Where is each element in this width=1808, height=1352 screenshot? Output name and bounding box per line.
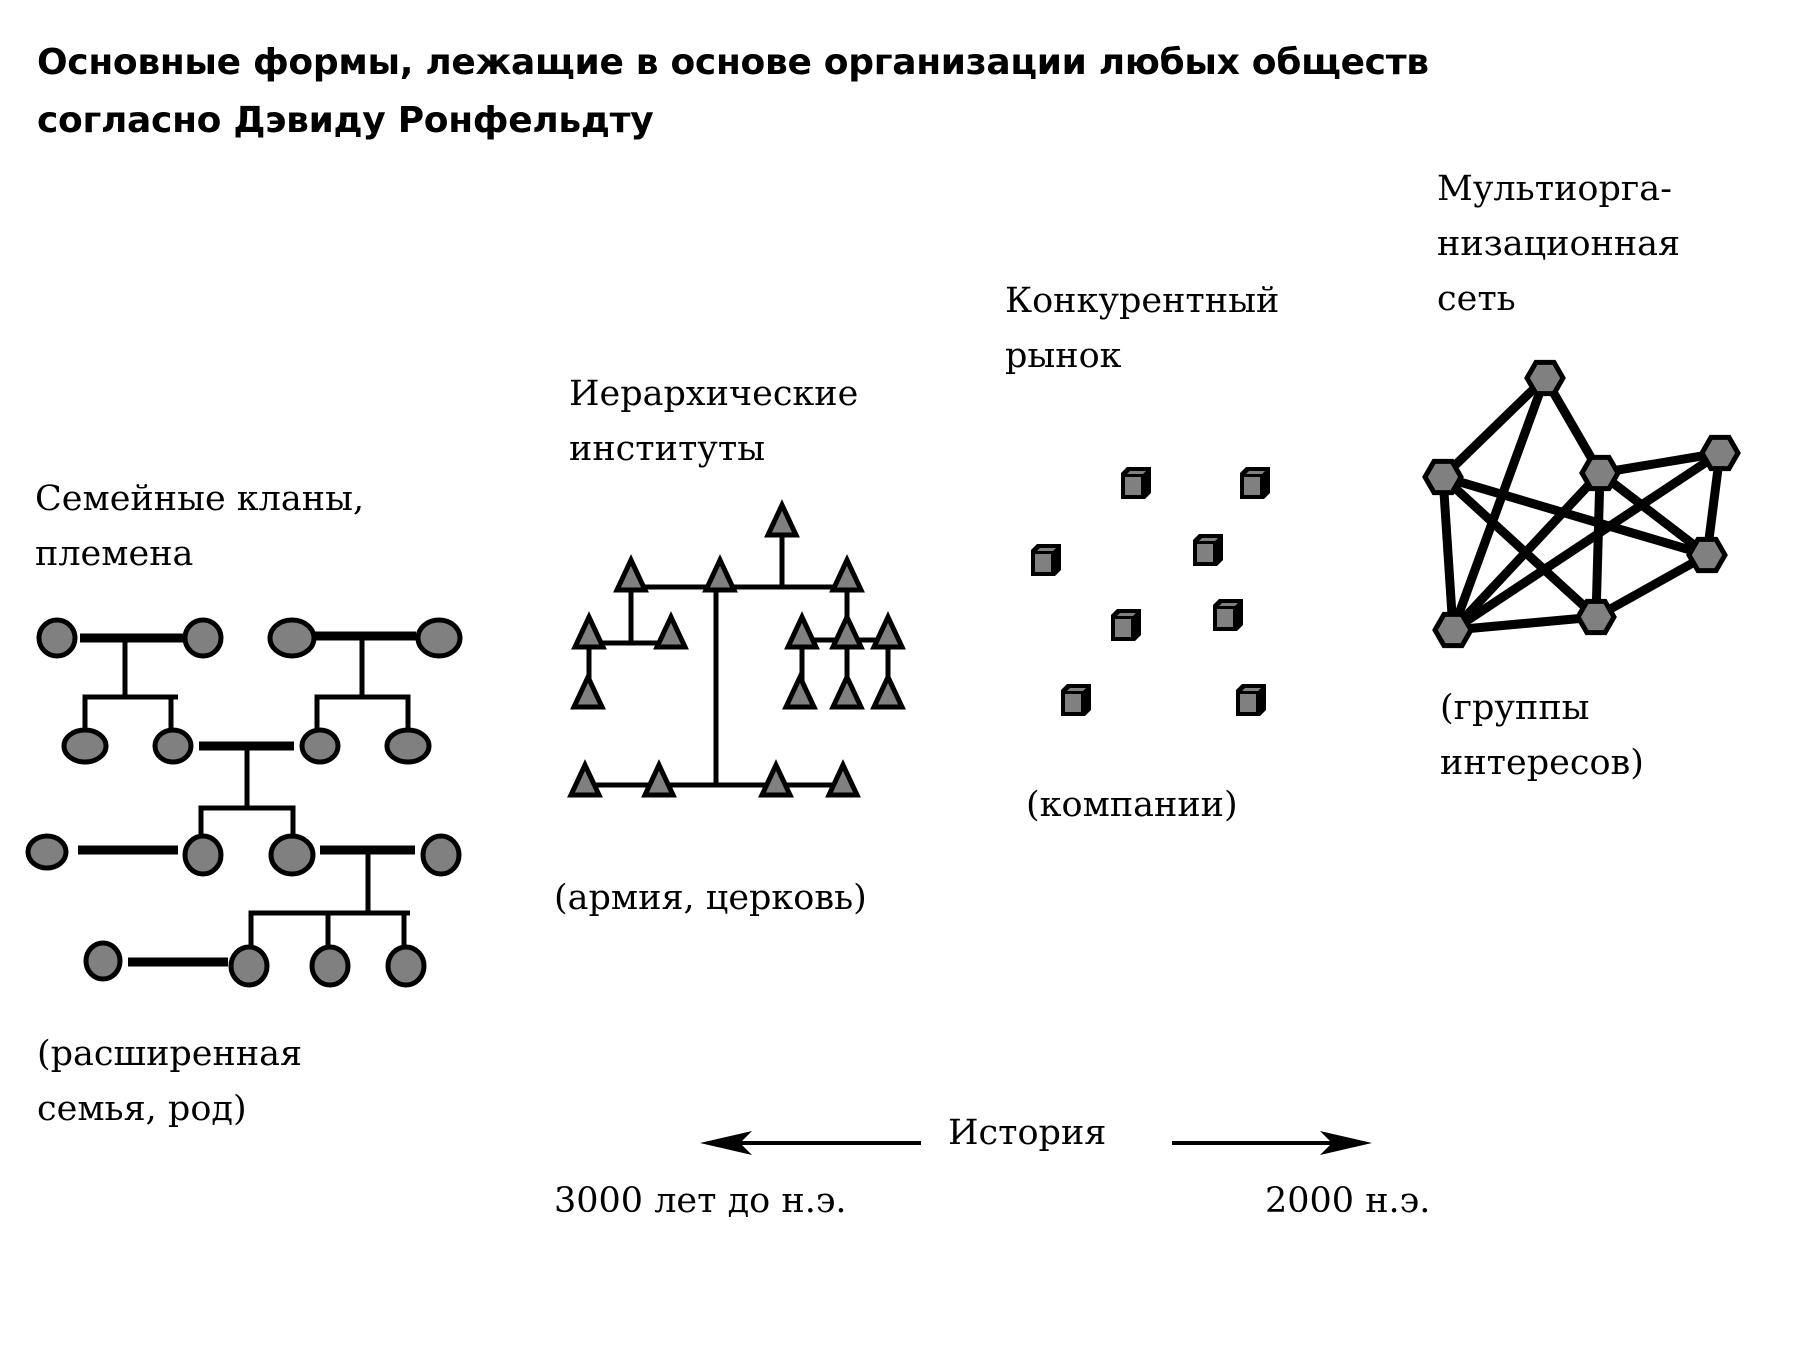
arrow-right-icon [1320,1131,1372,1155]
market-label-line: Конкурентный [1005,281,1280,321]
network-example-line: (группы [1440,688,1590,728]
timeline-end: 2000 н.э. [1265,1181,1431,1221]
network-example-line: интересов) [1440,743,1644,783]
cube-node-icon [1111,609,1141,641]
clans-example-line: семья, род) [37,1089,247,1129]
hierarchy-example: (армия, церковь) [554,871,867,926]
clans-label: Семейные кланы, племена [35,472,364,582]
title-line-2: согласно Дэвиду Ронфельдту [37,100,654,141]
hierarchy-diagram [567,499,906,798]
network-link [1591,472,1605,618]
network-link [1438,476,1458,631]
hexagon-node-icon [1579,454,1621,492]
triangle-node [613,554,649,593]
triangle-node [784,611,820,650]
triangle-node [870,671,906,710]
triangle-node [653,611,689,650]
network-link [1439,473,1600,621]
network-diagram [1422,359,1741,649]
network-label-line: сеть [1437,279,1516,319]
clans-label-line: Семейные кланы, [35,479,365,519]
arrow-left-icon [700,1131,752,1155]
triangle-node [829,554,865,593]
network-example: (группы интересов) [1440,681,1644,791]
hexagon-node-icon [1686,536,1728,574]
hierarchy-label-line: Иерархические [569,374,859,414]
triangle-node [829,611,865,650]
triangle-node [641,759,677,798]
triangle-node [758,759,794,798]
hexagon-node-icon [1422,458,1464,496]
triangle-node [825,759,861,798]
hexagon-node-icon [1524,359,1566,397]
hexagon-node-icon [1699,434,1741,472]
cube-node-icon [1213,599,1243,631]
network-label-line: низационная [1437,224,1681,264]
triangle-node [870,611,906,650]
hexagon-node-icon [1432,611,1474,649]
family-tree-diagram [25,617,463,988]
clans-label-line: племена [35,534,194,574]
hierarchy-label-line: институты [569,429,766,469]
cube-node-icon [1031,544,1061,576]
network-link [1593,551,1710,621]
network-label-line: Мультиорга- [1437,169,1672,209]
cube-node-icon [1121,467,1151,499]
market-diagram [1031,467,1270,716]
network-link [1441,472,1709,560]
network-label: Мультиорга- низационная сеть [1437,162,1680,327]
network-link [1450,449,1723,634]
market-label: Конкурентный рынок [1005,274,1279,384]
cube-node-icon [1236,684,1266,716]
hierarchy-example-line: (армия, церковь) [554,878,867,918]
network-link [1597,469,1710,559]
hierarchy-label: Иерархические институты [569,367,858,477]
triangle-node [571,611,607,650]
cube-node-icon [1061,684,1091,716]
triangle-node [764,499,800,538]
cube-node-icon [1193,534,1223,566]
diagram-title: Основные формы, лежащие в основе организ… [37,34,1429,150]
triangle-node [567,759,603,798]
triangle-node [570,671,606,710]
circle-node-icon [25,617,463,988]
network-link [1452,612,1597,635]
network-link [1599,448,1721,478]
network-link [1448,376,1550,632]
triangle-node-icon [567,499,906,798]
clans-example-line: (расширенная [37,1034,303,1074]
triangle-node [782,671,818,710]
title-line-1: Основные формы, лежащие в основе организ… [37,42,1429,83]
triangle-node [829,671,865,710]
timeline-arrow [700,1131,1372,1155]
market-example: (компании) [1026,778,1238,833]
hexagon-node-icon [1575,598,1617,636]
timeline-label: История [948,1113,1107,1153]
cube-node-icon [1240,467,1270,499]
market-label-line: рынок [1005,336,1122,376]
network-link [1449,469,1604,634]
network-link [1439,374,1549,481]
market-example-line: (компании) [1026,785,1238,825]
triangle-node [702,554,738,593]
clans-example: (расширенная семья, род) [37,1027,302,1137]
timeline-start: 3000 лет до н.э. [554,1181,847,1221]
